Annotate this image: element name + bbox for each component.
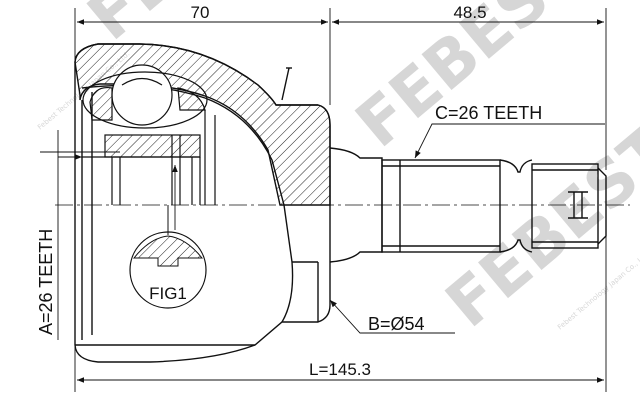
- fig1-detail: FIG1: [129, 205, 207, 309]
- stub-shaft: [329, 147, 607, 263]
- shaft-spline: [381, 159, 501, 253]
- dim-text-overall: L=145.3: [309, 360, 371, 379]
- ball-cage: [82, 71, 208, 129]
- dim-text-48-5: 48.5: [453, 3, 486, 22]
- watermark-brand: FEBEST: [343, 0, 597, 162]
- leader-c: [414, 123, 605, 159]
- dimensions: [40, 8, 607, 392]
- inner-spline: [104, 134, 201, 158]
- label-a-teeth: A=26 TEETH: [36, 229, 56, 335]
- dim-text-70: 70: [191, 3, 210, 22]
- label-b-diameter: B=Ø54: [368, 314, 425, 334]
- leader-b: [329, 299, 455, 334]
- fig1-label: FIG1: [149, 284, 187, 303]
- label-c-teeth: C=26 TEETH: [435, 103, 542, 123]
- shaft-thread: [531, 163, 599, 249]
- watermark-brand: FEBEST: [433, 112, 640, 342]
- inner-race: [82, 64, 216, 205]
